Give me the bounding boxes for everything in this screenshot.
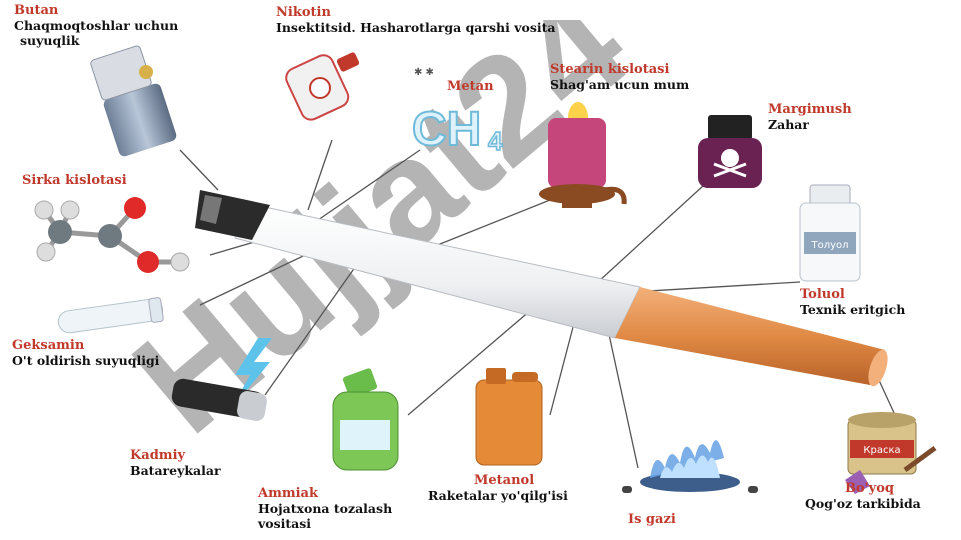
svg-text:CH: CH: [412, 103, 481, 156]
paint-can-text: Краска: [863, 445, 900, 456]
battery-icon: [171, 338, 272, 421]
label-desc: Batareykalar: [130, 463, 221, 478]
svg-text:4: 4: [488, 126, 503, 156]
spray-bottle-icon: ✱ ✱: [285, 52, 434, 121]
label-nikotin: Nikotin Insektitsid. Hasharotlarga qarsh…: [276, 5, 555, 35]
label-title: Nikotin: [276, 5, 331, 20]
label-title: Stearin kislotasi: [550, 62, 670, 77]
label-title: Margimush: [768, 102, 852, 117]
label-margimush: Margimush Zahar: [768, 102, 852, 132]
label-title: Kadmiy: [130, 448, 186, 463]
label-desc: Texnik eritgich: [800, 302, 906, 317]
label-isgazi: Is gazi: [628, 512, 676, 527]
label-ammiak: Ammiak Hojatxona tozalash vositasi: [258, 486, 392, 531]
label-boyoq: Bo'yoq Qog'oz tarkibida: [805, 481, 921, 511]
label-title: Is gazi: [628, 512, 676, 527]
methane-formula-icon: CH 4: [411, 102, 504, 157]
label-desc: Chaqmoqtoshlar uchun: [14, 18, 179, 33]
label-desc: Shag'am ucun mum: [550, 77, 690, 92]
label-butan: Butan Chaqmoqtoshlar uchun suyuqlik: [14, 3, 178, 48]
label-title: Geksamin: [12, 338, 85, 353]
label-desc-2: suyuqlik: [20, 33, 80, 48]
label-title: Sirka kislotasi: [22, 173, 127, 188]
toluene-bottle-icon: Толуол: [799, 184, 861, 282]
gas-flame-icon: [622, 440, 758, 493]
label-desc: O't oldirish suyuqligi: [12, 353, 160, 368]
label-sirka: Sirka kislotasi: [22, 173, 127, 188]
label-desc: Zahar: [768, 117, 809, 132]
jerrycan-icon: [475, 368, 543, 466]
cigarette: [195, 190, 888, 387]
label-toluol: Toluol Texnik eritgich: [800, 287, 905, 317]
label-title: Butan: [14, 3, 59, 18]
label-desc: Insektitsid. Hasharotlarga qarshi vosita: [276, 20, 556, 35]
label-desc: Raketalar yo'qilg'isi: [428, 488, 568, 503]
label-geksamin: Geksamin O't oldirish suyuqligi: [12, 338, 159, 368]
toluene-bottle-text: Толуол: [810, 240, 848, 251]
cleaner-bottle-icon: [332, 368, 399, 471]
paint-can-icon: Краска: [845, 412, 937, 494]
label-desc: Hojatxona tozalash: [258, 501, 393, 516]
label-kadmiy: Kadmiy Batareykalar: [130, 448, 221, 478]
label-metan: Metan: [447, 79, 494, 94]
test-tube-icon: [57, 297, 164, 334]
label-title: Metanol: [474, 473, 535, 488]
molecule-icon: [34, 197, 190, 273]
label-title: Toluol: [800, 287, 845, 302]
label-title: Ammiak: [258, 486, 318, 501]
label-desc: Qog'oz tarkibida: [805, 496, 921, 511]
label-stearin: Stearin kislotasi Shag'am ucun mum: [550, 62, 689, 92]
label-desc-2: vositasi: [258, 516, 312, 531]
poison-bottle-icon: [698, 115, 762, 188]
label-title: Metan: [447, 79, 494, 94]
label-title: Bo'yoq: [845, 481, 894, 496]
svg-text:✱ ✱: ✱ ✱: [414, 67, 434, 78]
label-metanol: Metanol Raketalar yo'qilg'isi: [428, 473, 568, 503]
lighter-icon: [90, 45, 177, 157]
candle-icon: [539, 102, 627, 208]
